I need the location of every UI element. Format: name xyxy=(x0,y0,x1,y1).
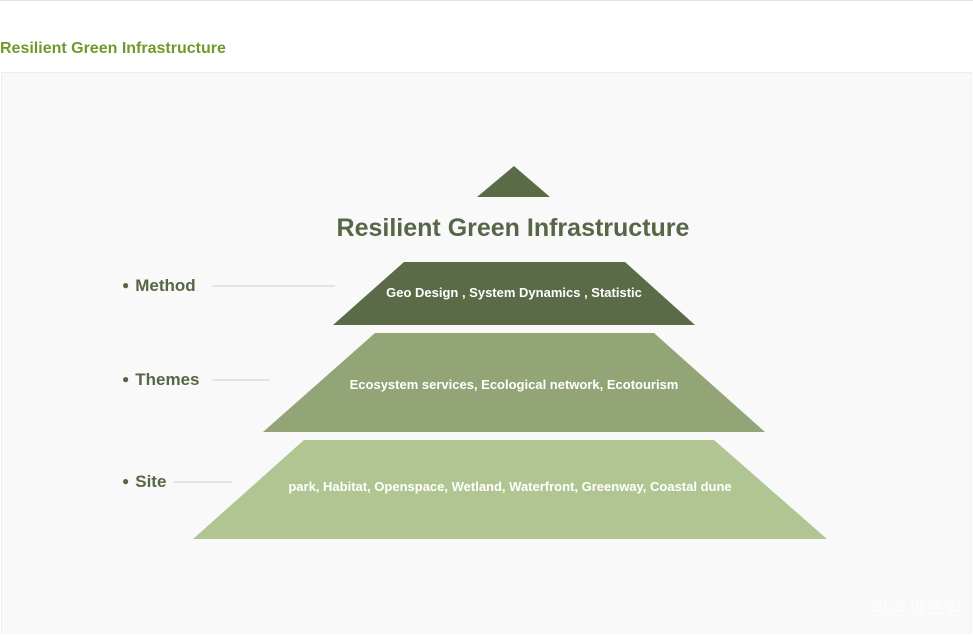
layer-site-text: park, Habitat, Openspace, Wetland, Water… xyxy=(288,479,732,494)
side-label-themes-text: Themes xyxy=(135,370,200,389)
bullet-icon: ● xyxy=(122,372,130,386)
layer-method-text: Geo Design , System Dynamics , Statistic xyxy=(386,285,642,300)
side-label-site: ● Site xyxy=(122,472,166,492)
top-divider xyxy=(0,0,973,1)
pyramid-layer-themes xyxy=(263,333,765,432)
pyramid-layer-site xyxy=(193,440,827,539)
diagram-title: Resilient Green Infrastructure xyxy=(336,214,690,242)
side-label-method: ● Method xyxy=(122,276,196,296)
bullet-icon: ● xyxy=(122,278,130,292)
side-label-method-text: Method xyxy=(135,276,196,295)
pyramid-layer-method xyxy=(333,262,695,325)
watermark-logo: 환경과조경 xyxy=(871,592,963,621)
layer-themes-text: Ecosystem services, Ecological network, … xyxy=(349,377,679,392)
side-label-themes: ● Themes xyxy=(122,370,200,390)
page-title: Resilient Green Infrastructure xyxy=(0,40,226,57)
pyramid-apex xyxy=(477,166,550,197)
watermark-text: 환경과조경 xyxy=(871,598,963,620)
bullet-icon: ● xyxy=(122,474,130,488)
side-label-site-text: Site xyxy=(135,472,167,491)
